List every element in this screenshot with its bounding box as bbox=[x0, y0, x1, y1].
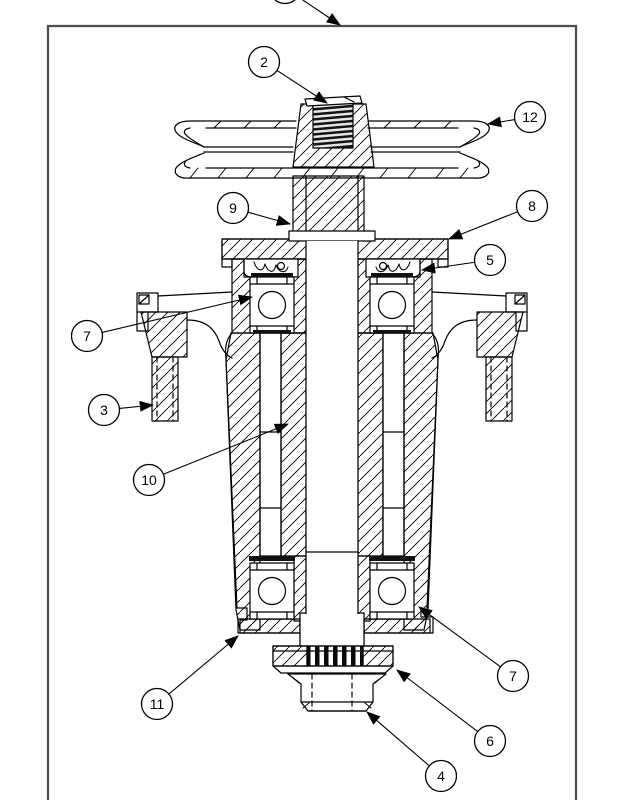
callout-circle-11 bbox=[140, 687, 174, 721]
callouts-layer: 2 12 9 8 5 7 3 10 11 7 6 4 bbox=[70, 0, 549, 793]
callout-circle-12 bbox=[513, 100, 547, 134]
callout-leader-3 bbox=[119, 400, 155, 412]
callout-label-11: 11 bbox=[150, 696, 165, 712]
shaft bbox=[299, 240, 365, 647]
callout-balloon-7b: 7 bbox=[418, 606, 530, 693]
callout-leader-7a bbox=[101, 294, 254, 333]
callout-leader-5 bbox=[420, 261, 475, 274]
mount-arm-right bbox=[431, 291, 528, 422]
callout-label-2: 2 bbox=[260, 54, 268, 70]
callout-leader-11 bbox=[168, 635, 239, 695]
callout-leader-7b bbox=[418, 606, 501, 668]
bearing-bottom-right bbox=[369, 556, 415, 620]
callout-label-5: 5 bbox=[486, 252, 494, 268]
callout-leader-top-partial bbox=[301, 0, 341, 26]
callout-leader-9 bbox=[247, 211, 292, 226]
callout-label-12: 12 bbox=[522, 109, 538, 125]
callout-label-4: 4 bbox=[437, 768, 445, 784]
callout-leader-8 bbox=[447, 211, 518, 240]
callout-balloon-top-partial bbox=[274, 0, 341, 26]
callout-circle-9 bbox=[216, 191, 250, 225]
callout-balloon-2: 2 bbox=[247, 45, 328, 104]
callout-leader-4 bbox=[366, 711, 430, 767]
callout-leader-2 bbox=[276, 69, 328, 104]
shaft-collar bbox=[288, 230, 376, 242]
callout-label-9: 9 bbox=[229, 200, 237, 216]
callout-balloon-4: 4 bbox=[366, 711, 458, 793]
callout-label-7a: 7 bbox=[83, 328, 91, 344]
callout-leader-6 bbox=[396, 669, 479, 733]
mount-arm-left bbox=[136, 291, 233, 422]
callout-balloon-3: 3 bbox=[87, 393, 155, 427]
callout-balloon-12: 12 bbox=[486, 100, 547, 134]
callout-label-10: 10 bbox=[141, 472, 157, 488]
callout-balloon-5: 5 bbox=[420, 243, 507, 277]
callout-circle-4 bbox=[424, 759, 458, 793]
hex-nut bbox=[287, 673, 387, 712]
callout-balloon-9: 9 bbox=[216, 191, 292, 226]
callout-balloon-6: 6 bbox=[396, 669, 507, 758]
bearing-bottom-left bbox=[249, 556, 295, 620]
callout-circle-6 bbox=[473, 724, 507, 758]
callout-circle-3 bbox=[87, 393, 121, 427]
callout-balloon-11: 11 bbox=[140, 635, 239, 721]
bolt bbox=[304, 95, 363, 149]
callout-circle-7a bbox=[70, 319, 104, 353]
callout-leader-10 bbox=[163, 423, 290, 475]
callout-leader-12 bbox=[486, 116, 515, 128]
callout-label-6: 6 bbox=[486, 733, 494, 749]
sheet-border bbox=[46, 24, 578, 800]
callout-circle-top-partial bbox=[274, 0, 296, 5]
callout-label-8: 8 bbox=[528, 198, 536, 214]
callout-circle-8 bbox=[515, 189, 549, 223]
callout-balloon-8: 8 bbox=[447, 189, 549, 240]
callout-balloon-7a: 7 bbox=[70, 294, 254, 353]
bearing-top-left bbox=[249, 273, 295, 334]
callout-circle-5 bbox=[473, 243, 507, 277]
callout-circle-10 bbox=[132, 463, 166, 497]
callout-balloon-10: 10 bbox=[132, 423, 290, 497]
splined-washer bbox=[272, 645, 394, 674]
shaft-upper bbox=[292, 175, 365, 233]
bolt-threads bbox=[312, 102, 354, 149]
callout-circle-2 bbox=[247, 45, 281, 79]
callout-circle-7b bbox=[496, 659, 530, 693]
callout-label-7b: 7 bbox=[509, 668, 517, 684]
bearing-top-right bbox=[369, 273, 415, 334]
callout-label-3: 3 bbox=[100, 402, 108, 418]
